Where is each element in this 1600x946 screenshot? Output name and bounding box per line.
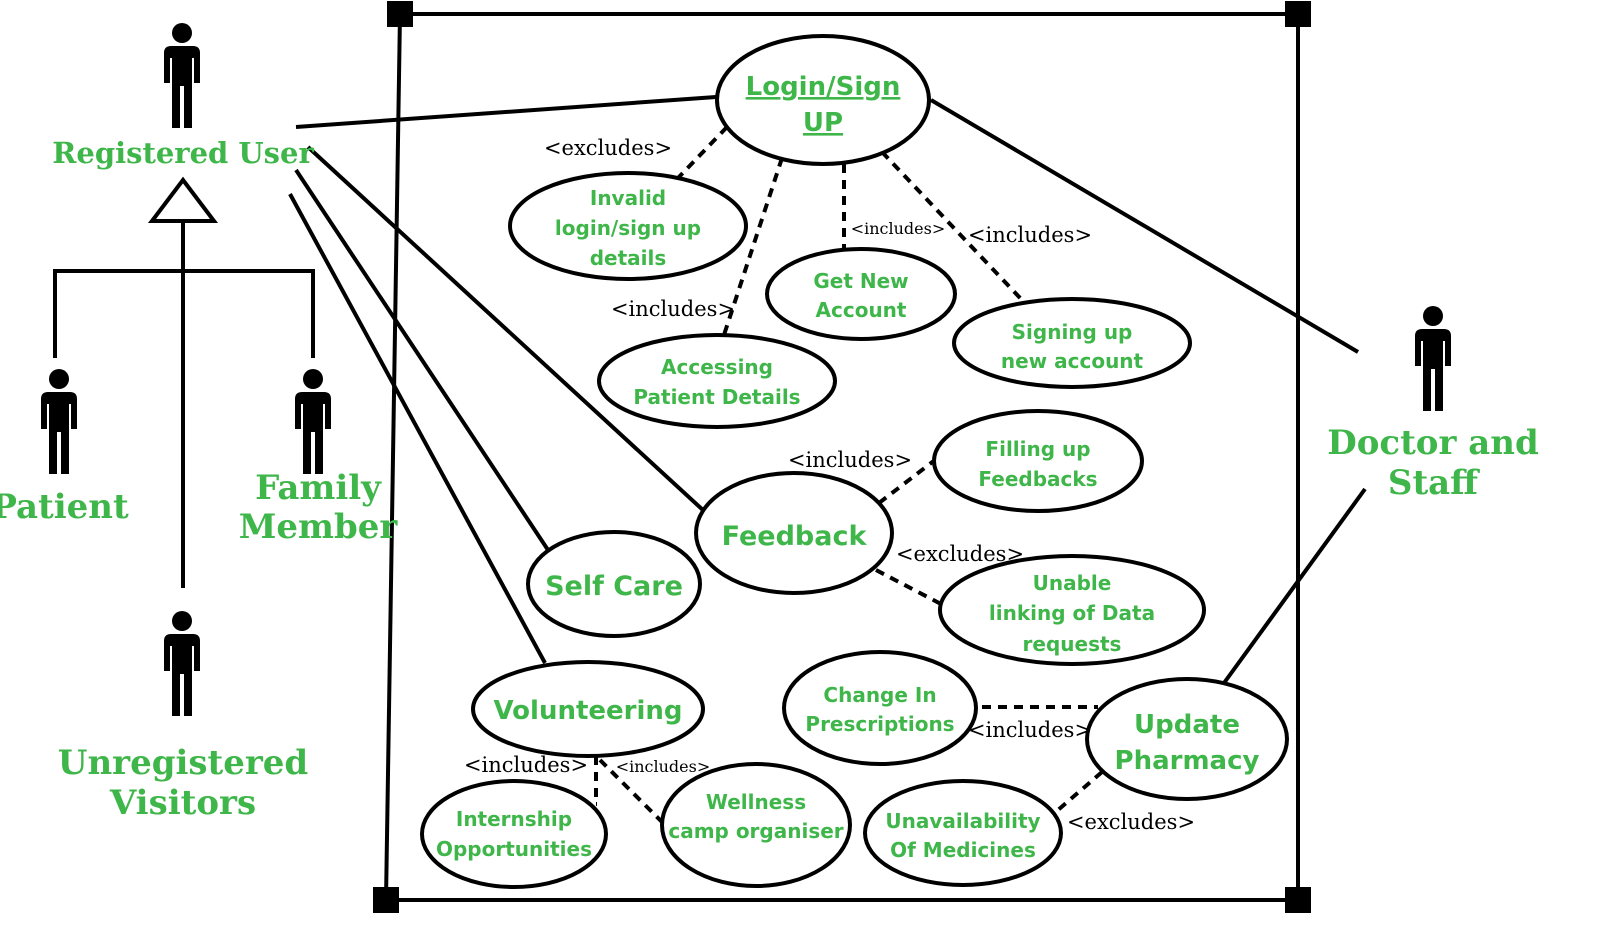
excludes-label: <excludes> — [1067, 810, 1195, 834]
usecase-update-pharmacy-label: Pharmacy — [1115, 746, 1260, 776]
boundary-corner-handle — [1285, 887, 1311, 913]
usecase-unable-linking-label: Unable — [1033, 571, 1112, 595]
usecase-self-care-label: Self Care — [545, 571, 683, 602]
usecase-change-prescriptions[interactable]: Change In Prescriptions — [782, 650, 978, 766]
usecase-update-pharmacy-label: Update — [1134, 710, 1240, 740]
registered-user-actor-icon — [164, 23, 200, 128]
usecase-accessing-patient-label: Accessing — [661, 355, 773, 379]
usecase-unavailability-label: Of Medicines — [890, 838, 1036, 862]
doctor-staff-label: Doctor and — [1327, 423, 1539, 463]
patient-label: Patient — [0, 487, 129, 527]
system-boundary — [373, 1, 1311, 913]
usecase-accessing-patient-label: Patient Details — [633, 385, 800, 409]
usecase-internship-label: Opportunities — [436, 837, 592, 861]
usecase-login-label: UP — [803, 108, 843, 138]
usecase-volunteering[interactable]: Volunteering — [471, 660, 705, 758]
usecase-wellness-camp[interactable]: Wellness camp organiser — [660, 762, 852, 888]
includes-label: <includes> — [616, 757, 711, 776]
registered-user-label: Registered User — [52, 136, 314, 170]
associations — [288, 95, 1367, 685]
actor-labels: Registered User Patient Family Member Un… — [0, 136, 1539, 823]
includes-label: <includes> — [464, 753, 588, 777]
usecase-wellness-label: Wellness — [706, 790, 806, 814]
usecase-get-new-account[interactable]: Get New Account — [765, 247, 957, 341]
doctor-staff-actor-icon — [1415, 306, 1451, 411]
unregistered-visitors-label: Unregistered — [58, 743, 308, 783]
family-member-label: Member — [239, 507, 399, 547]
unregistered-visitor-actor-icon — [164, 611, 200, 716]
usecase-unable-linking-label: linking of Data — [989, 601, 1155, 625]
boundary-corner-handle — [387, 1, 413, 27]
usecase-filling-feedbacks-label: Filling up — [985, 437, 1090, 461]
boundary-corner-handle — [1285, 1, 1311, 27]
usecase-wellness-label: camp organiser — [668, 819, 843, 843]
usecase-filling-feedbacks[interactable]: Filling up Feedbacks — [932, 409, 1144, 513]
usecase-internship[interactable]: Internship Opportunities — [420, 779, 608, 889]
generalization-arrow — [53, 176, 315, 588]
usecase-feedback-label: Feedback — [722, 521, 868, 552]
usecase-unavailability-medicines[interactable]: Unavailability Of Medicines — [863, 779, 1063, 887]
doctor-staff-label: Staff — [1388, 463, 1480, 503]
usecase-change-prescriptions-label: Prescriptions — [805, 712, 954, 736]
usecase-login-label: Login/Sign — [746, 72, 901, 102]
usecase-volunteering-label: Volunteering — [493, 696, 682, 726]
unregistered-visitors-label: Visitors — [109, 783, 256, 823]
includes-label: <includes> — [968, 718, 1092, 742]
usecase-change-prescriptions-label: Change In — [823, 683, 936, 707]
usecase-invalid-label: login/sign up — [555, 216, 701, 240]
usecase-unable-linking-label: requests — [1023, 632, 1122, 656]
usecase-invalid-login[interactable]: Invalid login/sign up details — [508, 171, 748, 281]
usecase-unavailability-label: Unavailability — [885, 809, 1040, 833]
usecase-signing-up[interactable]: Signing up new account — [952, 297, 1192, 389]
generalization-triangle-icon — [147, 176, 219, 223]
usecase-feedback[interactable]: Feedback — [694, 471, 894, 595]
usecase-internship-label: Internship — [456, 807, 572, 831]
usecase-login[interactable]: Login/Sign UP — [715, 34, 931, 166]
usecase-self-care[interactable]: Self Care — [526, 530, 702, 638]
includes-label: <includes> — [968, 223, 1092, 247]
usecase-signing-up-label: new account — [1001, 349, 1144, 373]
includes-label: <includes> — [611, 297, 735, 321]
usecase-accessing-patient-details[interactable]: Accessing Patient Details — [597, 333, 837, 429]
usecase-get-new-account-label: Get New — [813, 269, 908, 293]
usecase-get-new-account-label: Account — [816, 298, 907, 322]
family-member-actor-icon — [295, 369, 331, 474]
usecase-signing-up-label: Signing up — [1012, 320, 1133, 344]
usecase-unable-linking[interactable]: Unable linking of Data requests — [938, 554, 1206, 666]
stereotype-labels: <excludes> <includes> <includes> <includ… — [464, 136, 1195, 834]
boundary-corner-handle — [373, 887, 399, 913]
excludes-label: <excludes> — [544, 136, 672, 160]
includes-label: <includes> — [851, 219, 946, 238]
usecase-update-pharmacy[interactable]: Update Pharmacy — [1085, 677, 1289, 801]
patient-actor-icon — [41, 369, 77, 474]
includes-label: <includes> — [788, 448, 912, 472]
include-exclude-links — [594, 125, 1104, 824]
usecase-invalid-label: Invalid — [590, 186, 666, 210]
usecase-invalid-label: details — [590, 246, 667, 270]
family-member-label: Family — [255, 468, 382, 508]
excludes-label: <excludes> — [896, 542, 1024, 566]
usecase-filling-feedbacks-label: Feedbacks — [978, 467, 1097, 491]
